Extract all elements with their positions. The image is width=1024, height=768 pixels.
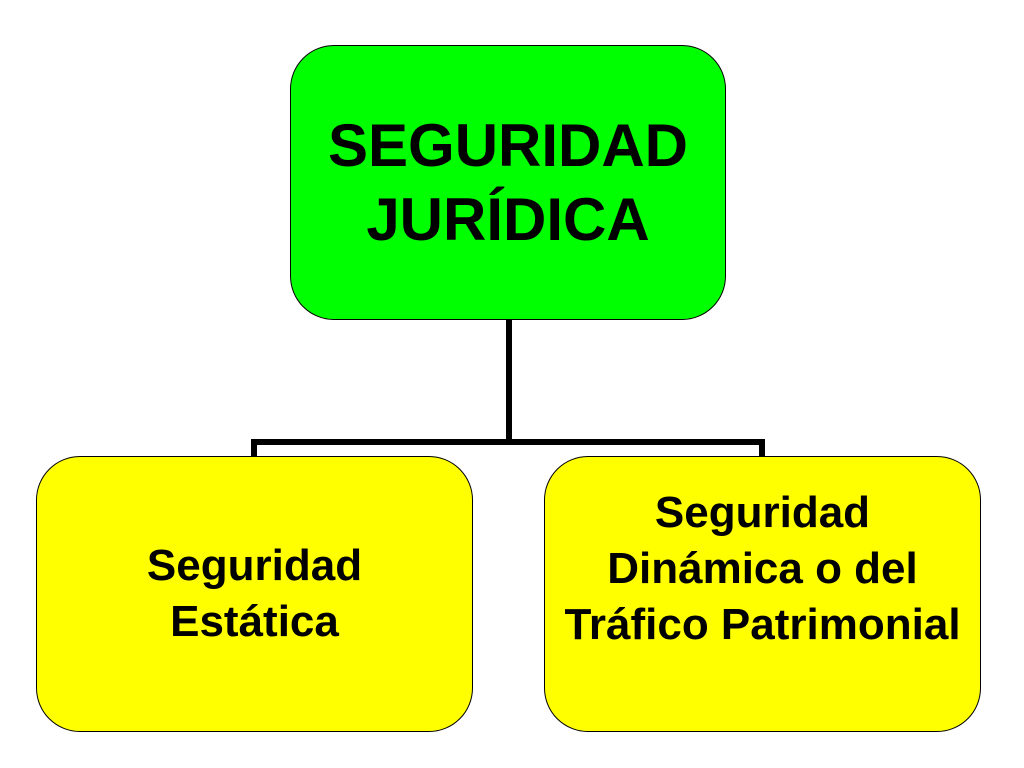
right-node-label: Seguridad Dinámica o del Tráfico Patrimo… <box>564 485 960 653</box>
root-label-line-2: JURÍDICA <box>366 185 650 253</box>
right-label-line-1: Seguridad <box>654 488 871 537</box>
root-node-label: SEGURIDAD JURÍDICA <box>328 109 688 257</box>
connector-right-drop <box>759 439 765 457</box>
root-label-line-1: SEGURIDAD <box>327 111 689 179</box>
child-node-seguridad-dinamica: Seguridad Dinámica o del Tráfico Patrimo… <box>544 456 981 732</box>
root-node-seguridad-juridica: SEGURIDAD JURÍDICA <box>290 45 726 320</box>
connector-root-down <box>506 320 512 444</box>
connector-branch-horizontal <box>251 439 765 445</box>
connector-left-drop <box>251 439 257 457</box>
right-label-line-3: Tráfico Patrimonial <box>564 600 961 649</box>
right-label-line-2: Dinámica o del <box>607 544 918 593</box>
left-label-line-2: Estática <box>170 597 339 646</box>
child-node-seguridad-estatica: Seguridad Estática <box>36 456 473 732</box>
left-label-line-1: Seguridad <box>146 541 363 590</box>
left-node-label: Seguridad Estática <box>147 538 362 650</box>
